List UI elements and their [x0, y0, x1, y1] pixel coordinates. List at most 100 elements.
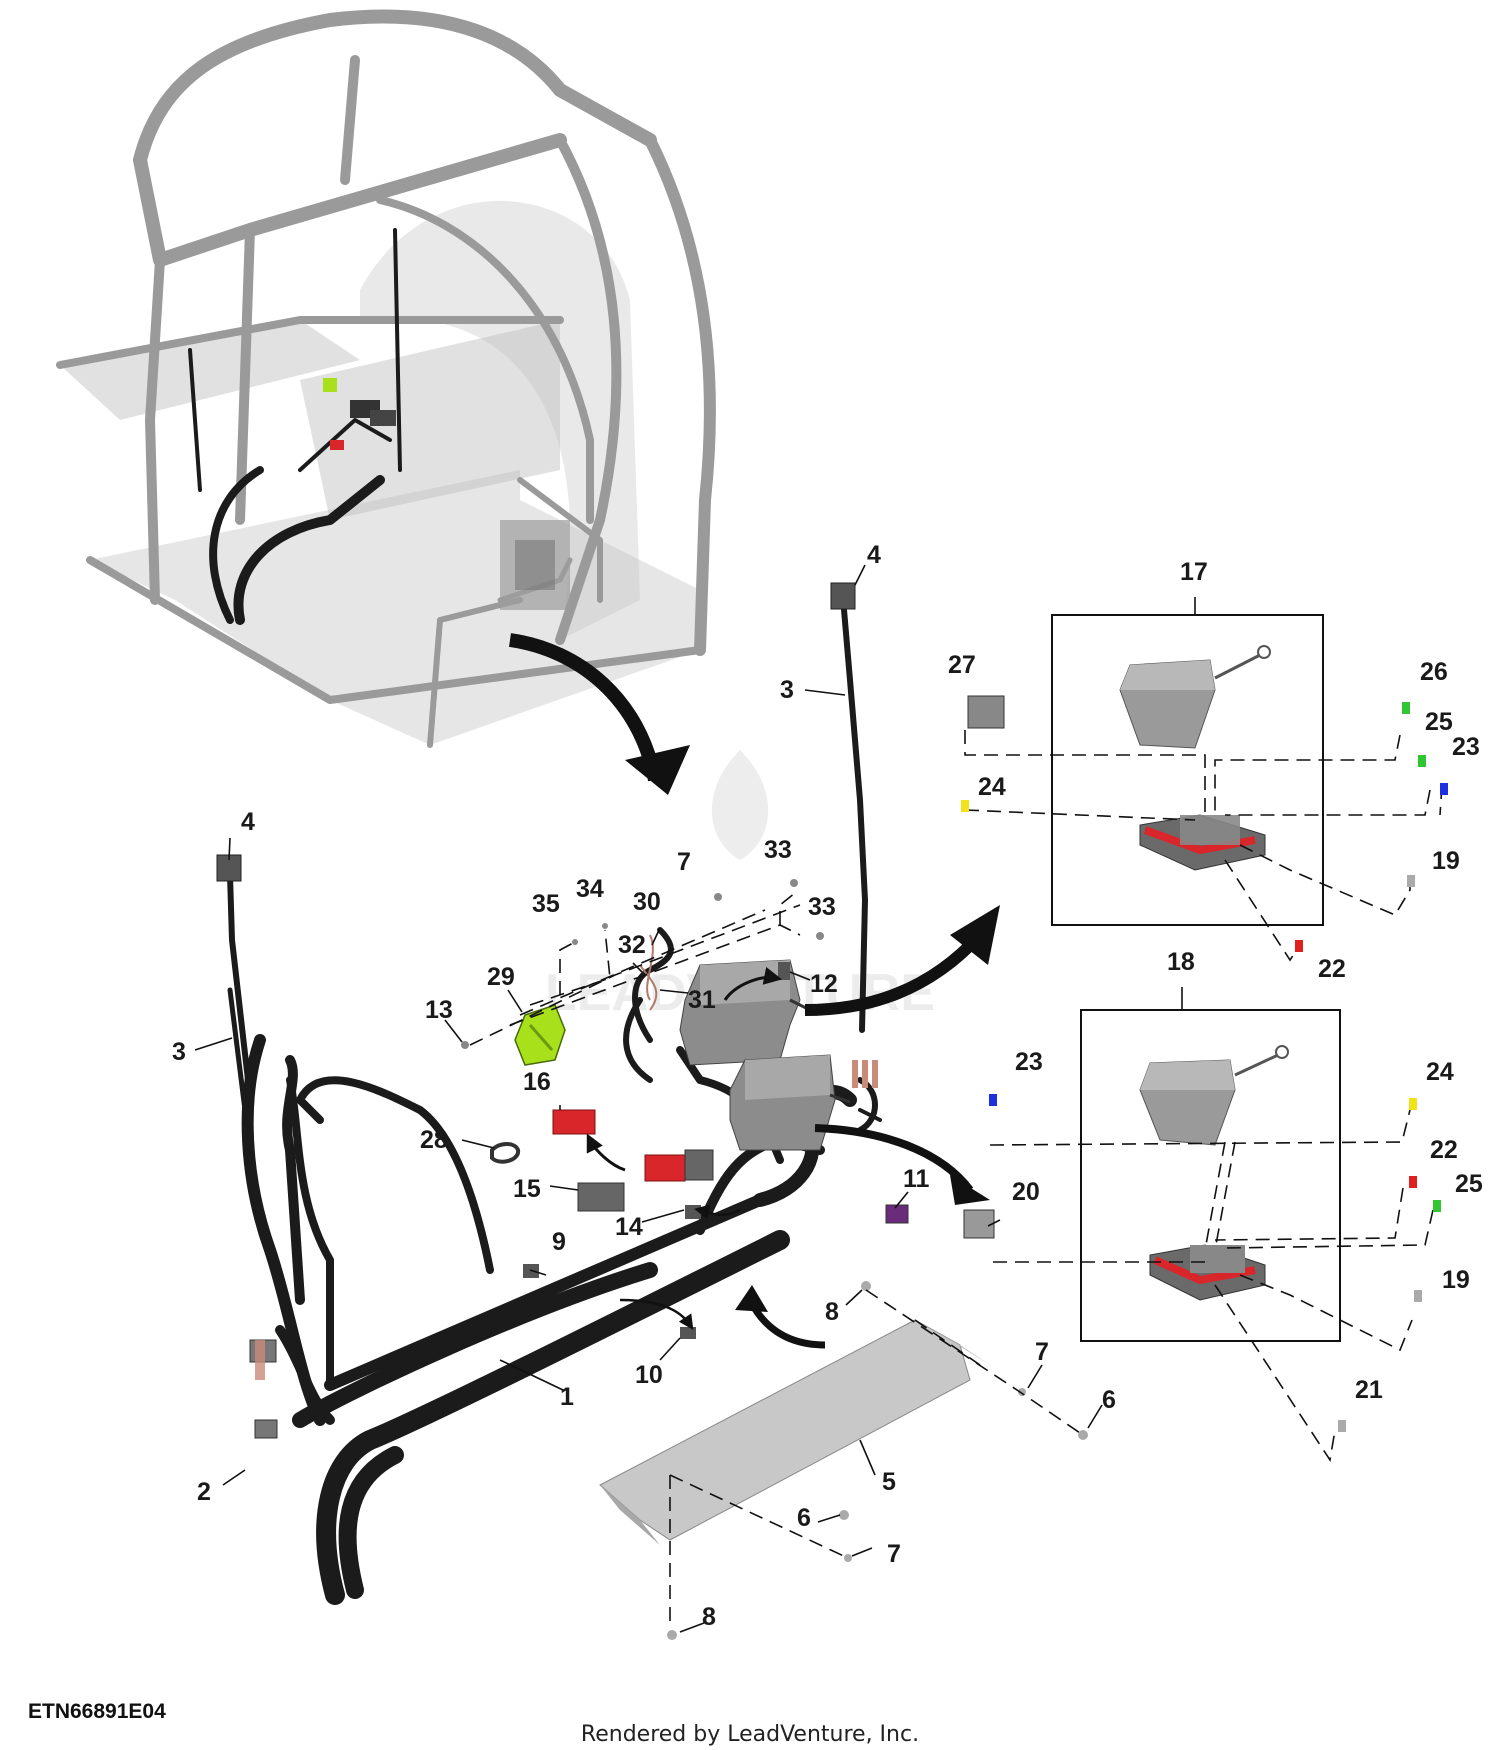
terminal-23-bottom — [989, 1094, 997, 1106]
clip-10 — [680, 1327, 696, 1339]
screw-8-upper — [861, 1281, 871, 1291]
cab-to-detail-arrowhead — [625, 745, 690, 795]
callout-24-bottom[interactable]: 24 — [1426, 1058, 1454, 1086]
module-15 — [577, 1182, 625, 1212]
cab-red-connector — [330, 440, 344, 450]
screw-6-lower — [839, 1510, 849, 1520]
callout-7-upper[interactable]: 7 — [677, 848, 691, 876]
callout-25-top[interactable]: 25 — [1425, 708, 1453, 736]
callout-6-lower[interactable]: 6 — [797, 1504, 811, 1532]
connector-16-housing — [684, 1149, 714, 1181]
callout-11[interactable]: 11 — [903, 1165, 930, 1193]
arrow-to-box-17-head — [950, 905, 1000, 965]
callout-35[interactable]: 35 — [532, 890, 560, 918]
callout-30[interactable]: 30 — [633, 888, 661, 916]
terminal-22-bottom — [1409, 1176, 1417, 1188]
connector-11 — [885, 1204, 909, 1224]
callout-16[interactable]: 16 — [523, 1068, 551, 1096]
callout-19-top[interactable]: 19 — [1432, 847, 1460, 875]
callout-13[interactable]: 13 — [425, 996, 453, 1024]
screw-13 — [461, 1041, 469, 1049]
terminal-21 — [1338, 1420, 1346, 1432]
arrow-to-clip-10-head — [735, 1285, 768, 1312]
screw-8-lower — [667, 1630, 677, 1640]
callout-26[interactable]: 26 — [1420, 658, 1448, 686]
callout-numbers: 1 2 3 3 4 4 5 6 6 7 7 7 8 8 9 10 11 12 1… — [172, 541, 1483, 1631]
terminal-26 — [1402, 702, 1410, 714]
callout-8-lower[interactable]: 8 — [702, 1603, 716, 1631]
callout-27[interactable]: 27 — [948, 651, 976, 679]
callout-34[interactable]: 34 — [576, 875, 604, 903]
callout-14[interactable]: 14 — [615, 1213, 643, 1241]
terminal-22-top — [1295, 940, 1303, 952]
harness-branch-left — [216, 854, 255, 1163]
callout-20[interactable]: 20 — [1012, 1178, 1040, 1206]
callout-19-bottom[interactable]: 19 — [1442, 1266, 1470, 1294]
relay-terminals — [852, 1060, 878, 1088]
render-credit: Rendered by LeadVenture, Inc. — [580, 1722, 920, 1747]
callout-3-right[interactable]: 3 — [780, 676, 794, 704]
clip-28 — [490, 1142, 521, 1164]
clip-12 — [778, 962, 790, 980]
callout-4-left[interactable]: 4 — [241, 808, 255, 836]
callout-28[interactable]: 28 — [420, 1126, 448, 1154]
terminal-19-bottom — [1414, 1290, 1422, 1302]
callout-23-top[interactable]: 23 — [1452, 733, 1480, 761]
wire-32 — [639, 964, 658, 1011]
callout-10[interactable]: 10 — [635, 1361, 663, 1389]
screw-7-upper — [714, 893, 722, 901]
callout-33-lower[interactable]: 33 — [808, 893, 836, 921]
callout-22-top[interactable]: 22 — [1318, 955, 1346, 983]
terminal-24-top — [961, 800, 969, 812]
relay-20 — [963, 1209, 995, 1239]
callout-7-right[interactable]: 7 — [1035, 1338, 1049, 1366]
callout-6-right[interactable]: 6 — [1102, 1386, 1116, 1414]
shield-panel-5 — [599, 1319, 990, 1545]
callout-24-top[interactable]: 24 — [978, 773, 1006, 801]
callout-4-right[interactable]: 4 — [867, 541, 881, 569]
callout-33-top[interactable]: 33 — [764, 836, 792, 864]
screw-33-lower — [816, 932, 824, 940]
arrow-clip-12 — [723, 967, 783, 1001]
cab-green-connector — [323, 378, 337, 392]
callout-25-bottom[interactable]: 25 — [1455, 1170, 1483, 1198]
arrow-to-box-18 — [814, 1124, 974, 1193]
callout-12[interactable]: 12 — [810, 970, 838, 998]
callout-21[interactable]: 21 — [1355, 1376, 1383, 1404]
left-branch-connector — [216, 854, 242, 882]
harness-branch-right — [830, 582, 868, 1033]
callout-15[interactable]: 15 — [513, 1175, 541, 1203]
arrow-clip-14 — [694, 1204, 741, 1220]
wire-30 — [646, 934, 654, 1001]
arrow-clip-10 — [619, 1298, 694, 1330]
assembly-lines-shield — [669, 1289, 1084, 1625]
callout-29[interactable]: 29 — [487, 963, 515, 991]
terminal-23-top — [1440, 783, 1448, 795]
callout-18[interactable]: 18 — [1167, 948, 1195, 976]
callout-7-lower[interactable]: 7 — [887, 1540, 901, 1568]
callout-22-bottom[interactable]: 22 — [1430, 1136, 1458, 1164]
callout-1[interactable]: 1 — [560, 1383, 574, 1411]
connector-16 — [552, 1109, 596, 1135]
callout-31[interactable]: 31 — [688, 986, 716, 1014]
callout-3-left[interactable]: 3 — [172, 1038, 186, 1066]
callout-2[interactable]: 2 — [197, 1478, 211, 1506]
callout-17[interactable]: 17 — [1180, 558, 1208, 586]
callout-23-bottom[interactable]: 23 — [1015, 1048, 1043, 1076]
right-branch-connector — [830, 582, 856, 610]
screw-33-upper — [790, 879, 798, 887]
arrow-to-box-18-head — [950, 1175, 990, 1205]
connector-29 — [514, 1004, 566, 1066]
relay-module-lower — [729, 1054, 851, 1151]
terminal-24-bottom — [1409, 1098, 1417, 1110]
callout-8-upper[interactable]: 8 — [825, 1298, 839, 1326]
cab-frame-assembly — [56, 9, 716, 748]
callout-32[interactable]: 32 — [618, 931, 646, 959]
box-17 — [964, 597, 1443, 962]
callout-5[interactable]: 5 — [882, 1468, 896, 1496]
assembly-lines-29 — [469, 892, 801, 1046]
cab-to-detail-arrow — [508, 633, 662, 782]
relay-27 — [967, 695, 1005, 729]
callout-9[interactable]: 9 — [552, 1228, 566, 1256]
